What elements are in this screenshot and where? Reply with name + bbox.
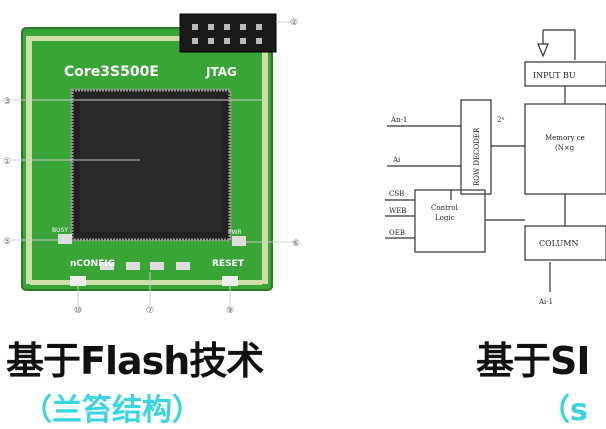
input-bus-label: INPUT BU: [533, 71, 576, 80]
column-label: COLUMN: [539, 239, 579, 248]
control-logic-label-2: Logic: [435, 214, 455, 222]
fpga-board-image: Core3S500E JTAG BUSY PWR nCONFIG RESET ①…: [3, 13, 300, 316]
callout-9: ⑨: [226, 306, 234, 316]
an-minus1-label: An-1: [390, 116, 407, 124]
ai-label: Ai: [392, 156, 401, 164]
led-left-label: BUSY: [52, 227, 68, 234]
board-model-label: Core3S500E: [64, 64, 159, 80]
memory-cell-label: Memory ce: [545, 134, 585, 142]
ai-minus1-label: Ai-1: [538, 298, 553, 306]
led-right-label: PWR: [228, 229, 242, 236]
subcaption-flash: （兰笞结构）: [22, 393, 202, 428]
row-decoder-label: ROW DECODER: [473, 127, 481, 186]
control-logic-label-1: Control: [431, 204, 458, 212]
callout-7: ⑦: [146, 306, 154, 316]
callout-3: ③: [3, 97, 11, 107]
jtag-label: JTAG: [205, 65, 237, 79]
subcaption-sram: （s: [540, 393, 588, 428]
memory-cell-sub-label: (N×g: [555, 144, 575, 152]
nconfig-label: nCONFIG: [70, 259, 115, 269]
callout-5: ⑤: [3, 237, 11, 247]
web-label: WEB: [389, 207, 406, 215]
oeb-label: OEB: [389, 229, 405, 237]
jtag-connector: [179, 13, 277, 53]
callout-1: ①: [3, 157, 11, 167]
caption-flash: 基于Flash技术: [6, 339, 264, 383]
two-n-label: 2ⁿ: [497, 116, 504, 124]
sram-block-diagram: INPUT BU Memory ce (N×g ROW DECODER Cont…: [385, 29, 606, 306]
callout-10: ⑩: [74, 306, 82, 316]
callout-6: ⑥: [292, 239, 300, 249]
csb-label: CSB: [389, 190, 404, 198]
caption-sram: 基于SI: [476, 339, 591, 383]
callout-2: ②: [290, 18, 298, 28]
reset-label: RESET: [212, 259, 245, 269]
